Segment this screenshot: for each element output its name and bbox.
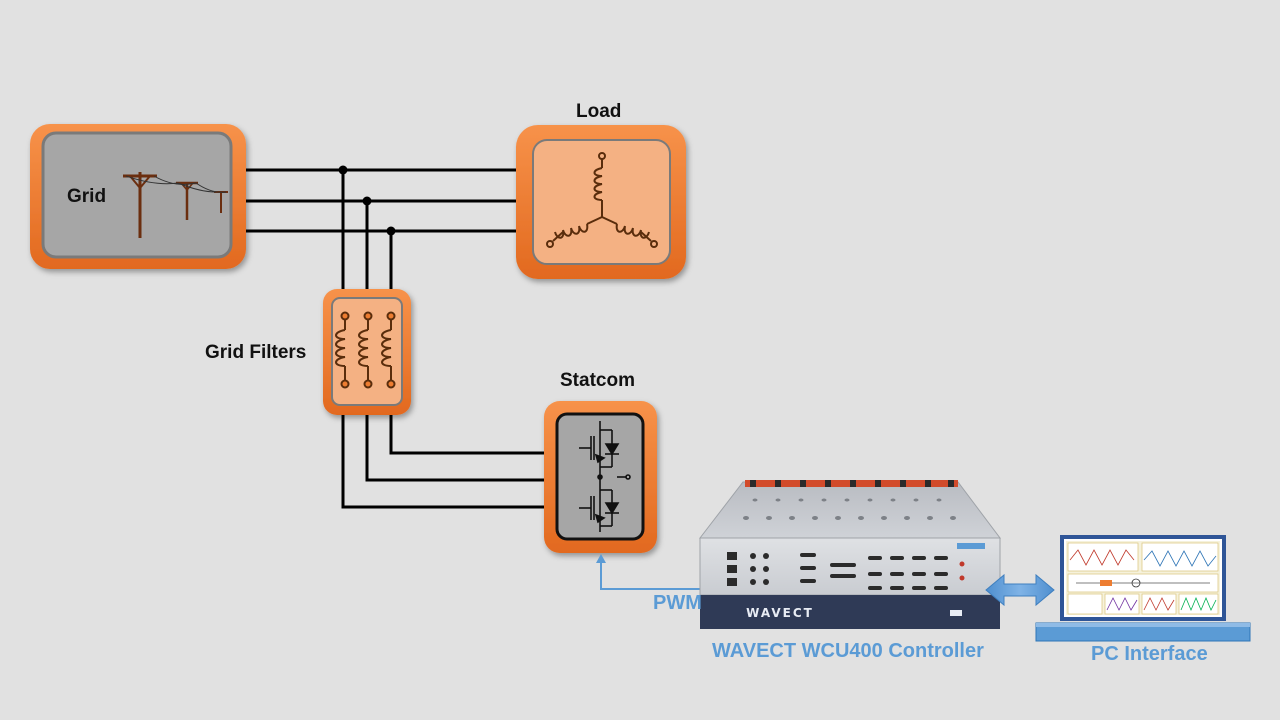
controller-device: WAVECT bbox=[698, 480, 1001, 629]
load-block bbox=[516, 125, 686, 279]
filter-inductor-icon bbox=[335, 311, 396, 389]
statcom-block bbox=[544, 401, 657, 553]
controller-label: WAVECT WCU400 Controller bbox=[712, 640, 984, 662]
grid-block bbox=[30, 124, 246, 269]
statcom-label: Statcom bbox=[560, 370, 635, 391]
pc-interface-label: PC Interface bbox=[1091, 643, 1208, 665]
junction-dots bbox=[338, 165, 396, 236]
grid-label: Grid bbox=[67, 186, 107, 207]
filter-to-statcom-wires bbox=[341, 412, 546, 509]
pc-monitor bbox=[1035, 535, 1251, 642]
three-phase-bus bbox=[244, 168, 518, 292]
wye-load-icon bbox=[546, 152, 658, 248]
controller-brand-text: WAVECT bbox=[746, 606, 814, 620]
pwm-arrowhead bbox=[596, 554, 606, 563]
load-label: Load bbox=[576, 101, 622, 122]
bidirectional-arrow-icon bbox=[985, 573, 1055, 607]
pwm-signal-line bbox=[596, 554, 704, 590]
utility-pole-icon bbox=[123, 172, 228, 238]
front-panel-connectors bbox=[727, 552, 965, 590]
pwm-label: PWM bbox=[653, 592, 702, 614]
grid-filter-block bbox=[323, 289, 411, 415]
grid-filters-label: Grid Filters bbox=[205, 342, 307, 363]
igbt-leg-icon bbox=[579, 421, 631, 532]
